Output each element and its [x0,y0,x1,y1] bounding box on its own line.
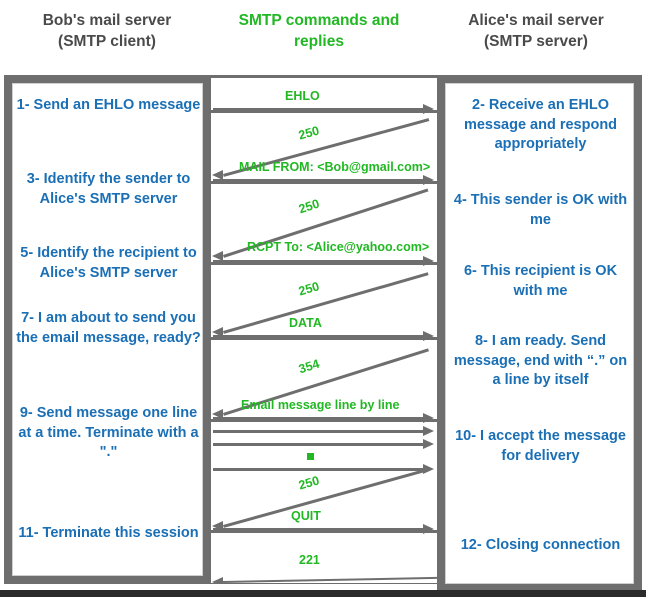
server-step-10: 10- I accept the message for delivery [455,428,626,464]
client-step-5: 5- Identify the recipient to Alice's SMT… [20,245,197,281]
arrowhead-250-d-left [212,521,223,531]
arrow-email-line-2 [213,430,425,433]
label-quit: QUIT [291,509,321,523]
arrow-mail-from [213,179,425,182]
arrowhead-rcpt-to-right [423,256,434,266]
header-server-line1: Alice's mail server [468,12,604,29]
arrowhead-mail-from-right [423,175,434,185]
label-250-c: 250 [297,279,321,299]
server-step-12: 12- Closing connection [460,537,621,553]
arrowhead-250-b-left [212,251,223,261]
lane-separator-6 [211,530,437,533]
lane-separator-4 [211,337,437,340]
server-step-8: 8- I am ready. Send message, end with “.… [453,333,628,388]
terminator-dot-marker [307,453,314,460]
arrow-rcpt-to [213,260,425,263]
header-middle-line1: SMTP commands and [238,12,400,29]
lane-separator-top [211,75,437,78]
label-250-b: 250 [297,196,322,217]
arrowhead-250-c-left [212,327,223,337]
server-panel: 2- Receive an EHLO message and respond a… [437,75,642,592]
client-step-7: 7- I am about to send you the email mess… [16,310,201,346]
label-354: 354 [297,356,322,377]
client-panel-inner: 1- Send an EHLO message 3- Identify the … [12,83,203,576]
message-lane: EHLO 250 MAIL FROM: <Bob@gmail.com> 250 … [211,75,437,597]
lane-floor [211,584,437,590]
arrowhead-email-line-2-right [423,426,434,436]
arrowhead-email-terminator-right [423,464,434,474]
bottom-strip [0,590,646,597]
lane-separator-5 [211,419,437,422]
arrowhead-221-left [212,577,223,587]
label-250-d: 250 [297,473,321,493]
label-data: DATA [289,316,322,330]
server-step-6: 6- This recipient is OK with me [463,263,618,299]
lane-separator-2 [211,181,437,184]
client-step-9: 9- Send message one line at a time. Term… [18,405,199,460]
header-client-line2: (SMTP client) [58,33,156,50]
label-mail-from: MAIL FROM: <Bob@gmail.com> [239,160,431,174]
header-client: Bob's mail server (SMTP client) [4,10,210,52]
lane-separator-3 [211,262,437,265]
arrowhead-250-a-left [212,170,223,180]
arrow-email-terminator [213,468,425,471]
arrow-250-c [223,272,429,334]
server-step-4: 4- This sender is OK with me [453,192,628,228]
arrow-250-d [223,467,431,528]
arrow-ehlo [213,108,425,111]
server-step-2: 2- Receive an EHLO message and respond a… [463,97,618,152]
client-step-3: 3- Identify the sender to Alice's SMTP s… [26,171,191,207]
client-step-11: 11- Terminate this session [18,525,199,541]
server-panel-inner: 2- Receive an EHLO message and respond a… [445,83,634,584]
arrow-quit [213,528,425,531]
client-panel: 1- Send an EHLO message 3- Identify the … [4,75,211,584]
client-step-1: 1- Send an EHLO message [16,97,201,113]
arrowhead-354-left [212,409,223,419]
arrowhead-ehlo-right [423,104,434,114]
header-server-line2: (SMTP server) [484,33,588,50]
header-middle: SMTP commands and replies [213,10,425,52]
arrowhead-email-line-1-right [423,413,434,423]
arrowhead-data-right [423,331,434,341]
label-ehlo: EHLO [285,89,320,103]
label-email-lines: Email message line by line [241,398,400,412]
label-221: 221 [299,553,320,567]
arrow-data [213,335,425,338]
arrowhead-quit-right [423,524,434,534]
arrowhead-email-line-3-right [423,439,434,449]
lane-separator-1 [211,110,437,113]
header-server: Alice's mail server (SMTP server) [430,10,642,52]
label-rcpt-to: RCPT To: <Alice@yahoo.com> [247,240,430,254]
arrow-email-line-3 [213,443,425,446]
arrow-email-line-1 [213,417,425,420]
header-client-line1: Bob's mail server [42,12,172,29]
label-250-a: 250 [297,123,321,143]
header-middle-line2: replies [294,33,344,50]
